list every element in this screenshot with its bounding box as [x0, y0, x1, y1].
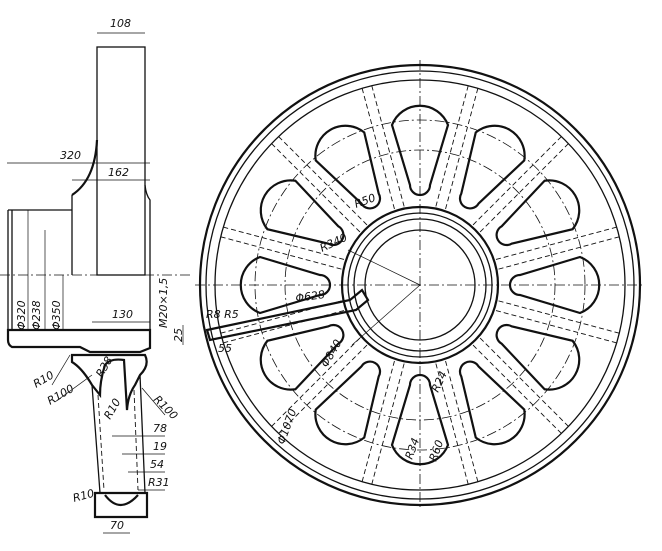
rib-line: [435, 85, 469, 207]
rib-line: [435, 363, 469, 485]
dim-d1070: Φ1070: [275, 407, 300, 446]
slot: [458, 124, 526, 210]
slot: [239, 255, 332, 315]
dim-r38: R38: [93, 354, 115, 379]
leader-r340: [347, 249, 421, 286]
slot: [495, 179, 581, 247]
front-view: R50 R340 Φ628 R8 R5 55 Φ840 Φ1070 R24 R3…: [195, 60, 645, 510]
dim-r100-b: R100: [151, 393, 180, 422]
dim-70: 70: [110, 519, 124, 532]
rib-line: [278, 136, 368, 226]
leader-d840: [351, 284, 421, 346]
rib-line: [495, 310, 617, 344]
dim-19: 19: [153, 440, 167, 453]
rib-line: [361, 360, 395, 482]
rib-line: [498, 300, 620, 334]
section-view: 108 320 162 Φ320 Φ238 Φ350 M20×1,5 130 2…: [0, 17, 190, 534]
slot: [508, 255, 601, 315]
slot: [390, 104, 450, 197]
dim-54: 54: [150, 458, 164, 471]
slot: [314, 124, 382, 210]
slot: [458, 360, 526, 446]
fillet-curve: [71, 139, 99, 196]
rib-line: [445, 360, 479, 482]
rib-line: [371, 85, 405, 207]
rib-line: [361, 88, 395, 210]
dim-d350: Φ350: [50, 300, 63, 330]
dim-r60: R60: [427, 438, 447, 463]
dim-25: 25: [172, 328, 185, 342]
hatched-radial-section: [205, 288, 370, 342]
dim-d840: Φ840: [318, 337, 344, 369]
slot: [259, 323, 345, 391]
dim-r10-b: R10: [101, 396, 123, 421]
dim-r100-a: R100: [45, 382, 76, 408]
slot: [495, 323, 581, 391]
dim-r24: R24: [429, 369, 450, 394]
rib-line: [271, 337, 361, 427]
rib-line: [445, 88, 479, 210]
dim-d628: Φ628: [295, 288, 326, 305]
slot: [390, 373, 450, 466]
spoke-hidden-lines: [97, 389, 139, 491]
dim-r31: R31: [148, 476, 170, 489]
dim-r10-c: R10: [71, 487, 95, 505]
dim-130: 130: [112, 308, 133, 321]
dim-r10-a: R10: [31, 369, 56, 391]
leader-r100: [54, 374, 93, 403]
hatched-spoke-section: [70, 353, 148, 411]
leader-r10: [51, 354, 71, 386]
rib-line: [479, 337, 569, 427]
rib-line: [472, 344, 562, 434]
spoke-outline: [91, 374, 146, 494]
dim-r8-r5: R8 R5: [206, 308, 239, 321]
rib-line: [271, 143, 361, 233]
slot: [259, 179, 345, 247]
rib-line: [278, 344, 368, 434]
dim-r34: R34: [403, 436, 423, 461]
dim-108: 108: [110, 17, 131, 30]
dim-thread: M20×1,5: [157, 278, 170, 328]
dim-162: 162: [108, 166, 129, 179]
dim-55: 55: [218, 342, 232, 355]
dim-d320: Φ320: [15, 300, 28, 330]
right-flange-edge: [144, 184, 151, 330]
lightening-slots: [239, 104, 601, 466]
rib-line: [472, 136, 562, 226]
hatched-rim-section: [93, 491, 149, 519]
rib-line: [495, 226, 617, 260]
rib-line: [498, 236, 620, 270]
slot: [314, 360, 382, 446]
dim-r340: R340: [318, 231, 349, 255]
rib-line: [220, 236, 342, 270]
radial-ribs: [220, 85, 620, 485]
dim-78: 78: [153, 422, 167, 435]
hub-outline: [7, 195, 73, 330]
rib-line: [223, 226, 345, 260]
rib-line: [371, 363, 405, 485]
web-upper-outline: [96, 46, 146, 276]
rib-line: [479, 143, 569, 233]
dim-320: 320: [60, 149, 81, 162]
hatched-flange-section: [6, 328, 152, 354]
dim-d238: Φ238: [30, 300, 43, 330]
leader-r100-b: [141, 387, 166, 416]
